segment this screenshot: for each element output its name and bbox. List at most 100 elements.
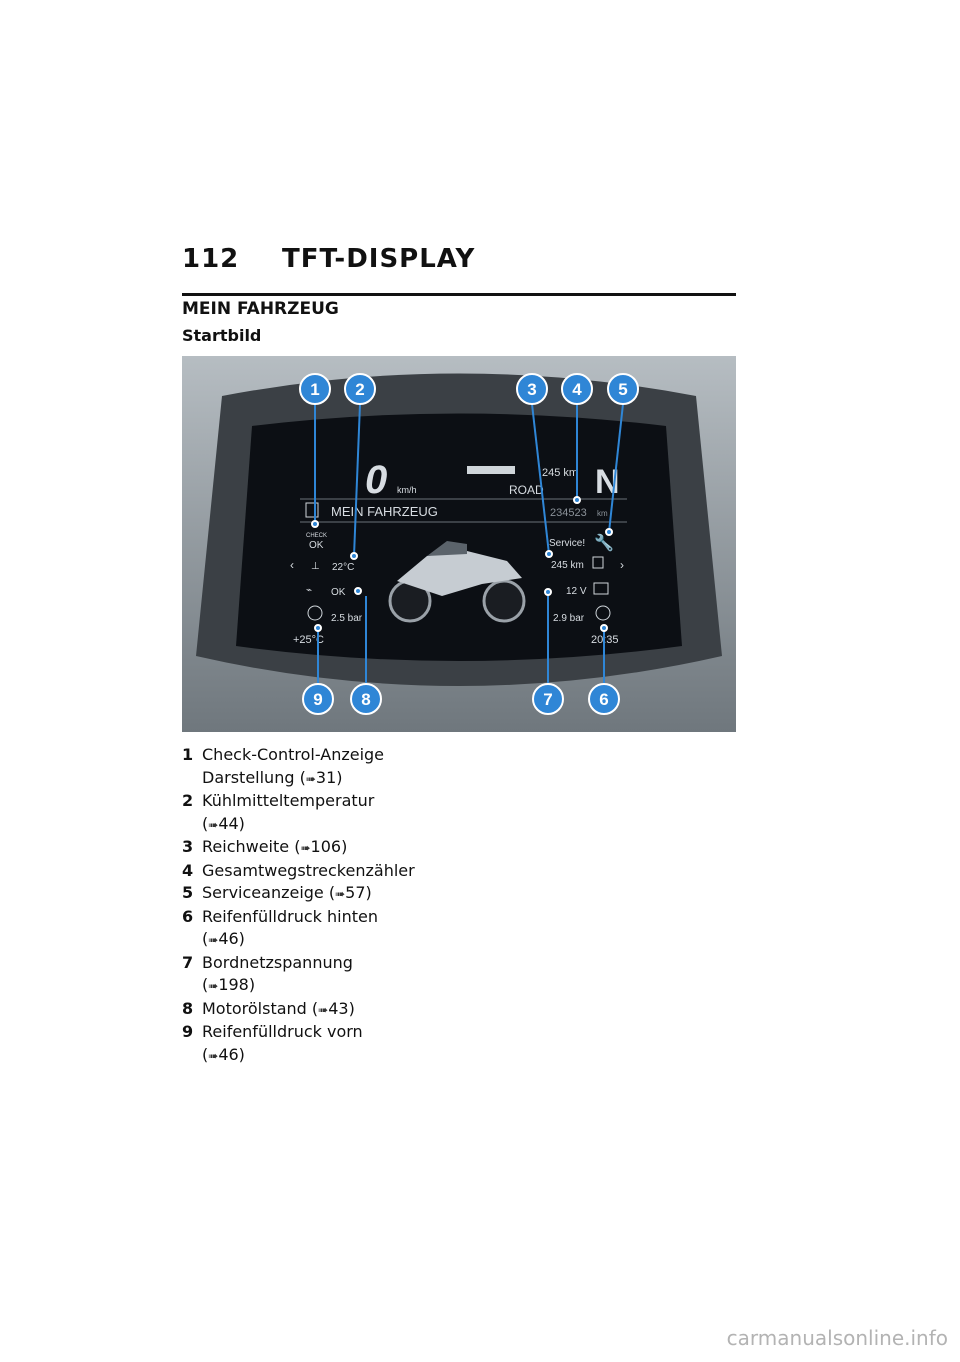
oil-level-value: OK [331, 587, 346, 598]
legend-text: Kühlmitteltemperatur [202, 791, 375, 810]
page-reference[interactable]: (➠ 46) [202, 929, 245, 948]
legend-number: 9 [182, 1022, 194, 1041]
callout-badge-5: 5 [607, 373, 639, 405]
svg-text:6: 6 [599, 690, 608, 709]
legend-item: 6 Reifenfülldruck hinten [182, 906, 582, 929]
legend-number: 6 [182, 906, 194, 926]
chevron-right-icon: › [620, 558, 624, 572]
page-reference-arrow-icon: ➠ [208, 817, 219, 832]
page-reference[interactable]: (➠ 46) [202, 1045, 245, 1064]
riding-mode: ROAD [509, 483, 544, 497]
page-reference[interactable]: (➠ 57) [329, 883, 372, 902]
legend-item: 2 Kühlmitteltemperatur [182, 790, 582, 813]
svg-text:8: 8 [361, 690, 370, 709]
legend-item: 5 Serviceanzeige (➠ 57) [182, 882, 582, 906]
page-reference[interactable]: (➠ 43) [312, 999, 355, 1018]
tire-rear-value: 2.9 bar [553, 613, 585, 624]
legend-item-reference: (➠ 46) [182, 1044, 582, 1068]
page-reference-arrow-icon: ➠ [335, 887, 346, 901]
legend-item-reference: (➠ 46) [182, 928, 582, 952]
legend-number: 3 [182, 837, 194, 856]
page-reference-number: 46 [218, 929, 239, 948]
coolant-icon: ⊥ [311, 561, 320, 572]
subsection-title: Startbild [182, 326, 262, 345]
callout-badge-7: 7 [532, 683, 564, 715]
legend-number: 8 [182, 998, 194, 1018]
voltage-value: 12 V [566, 586, 587, 597]
page-reference-number: 44 [218, 813, 239, 833]
legend-text: Serviceanzeige (➠ 57) [202, 882, 582, 906]
svg-text:7: 7 [543, 690, 552, 709]
tire-front-value: 2.5 bar [331, 613, 363, 624]
legend-text: Darstellung (➠ 31) [202, 767, 582, 791]
tire-pressure-front-icon [307, 605, 323, 621]
legend-text: Reifenfülldruck hinten [202, 906, 378, 926]
watermark: carmanualsonline.info [726, 1326, 948, 1350]
ambient-temp: +25°C [293, 634, 324, 646]
callout-badge-8: 8 [350, 683, 382, 715]
battery-icon [593, 582, 609, 595]
legend-item: 4 Gesamtwegstreckenzähler [182, 860, 582, 883]
odometer-value: 234523 [550, 507, 587, 519]
callout-badge-4: 4 [561, 373, 593, 405]
tft-display-photo: 0 km/h 245 km ROAD N MEIN FAHRZEUG 23452… [182, 356, 736, 732]
menu-title: MEIN FAHRZEUG [331, 504, 438, 519]
page-reference-number: 43 [328, 998, 349, 1018]
tft-display-illustration: 0 km/h 245 km ROAD N MEIN FAHRZEUG 23452… [182, 356, 736, 732]
range-top: 245 km [542, 467, 578, 479]
callout-badge-1: 1 [299, 373, 331, 405]
callout-badge-9: 9 [302, 683, 334, 715]
legend-text: Reifenfülldruck vorn [202, 1022, 363, 1041]
page-reference-arrow-icon: ➠ [305, 771, 316, 786]
page-number: 112 [182, 244, 240, 274]
legend-number [182, 767, 202, 791]
motorcycle-image [388, 541, 526, 623]
wrench-icon: 🔧 [594, 533, 614, 552]
tire-pressure-rear-icon [595, 605, 611, 621]
legend-number: 7 [182, 952, 194, 972]
legend-number: 5 [182, 883, 194, 902]
page-reference[interactable]: (➠ 44) [202, 814, 245, 833]
legend-text: Check-Control-Anzeige [202, 745, 385, 764]
legend-item-reference: (➠ 44) [182, 813, 582, 837]
legend-text: Reichweite (➠ 106) [202, 836, 582, 860]
svg-text:9: 9 [313, 690, 322, 709]
legend-number: 2 [182, 791, 194, 810]
page-reference-arrow-icon: ➠ [318, 1002, 329, 1017]
check-label: CHECK [306, 533, 327, 539]
svg-text:2: 2 [355, 380, 364, 399]
svg-text:3: 3 [527, 380, 536, 399]
legend-text: Motorölstand (➠ 43) [202, 998, 582, 1022]
chevron-left-icon: ‹ [290, 558, 294, 572]
page-reference[interactable]: (➠ 31) [300, 768, 343, 787]
page-reference-arrow-icon: ➠ [300, 841, 311, 855]
page-reference-arrow-icon: ➠ [208, 1048, 219, 1063]
page-reference-number: 57 [345, 883, 366, 902]
page-reference[interactable]: (➠ 198) [202, 975, 255, 994]
coolant-temp: 22°C [332, 562, 354, 573]
range-value: 245 km [551, 560, 584, 571]
svg-text:4: 4 [572, 380, 582, 399]
check-value: OK [309, 540, 324, 551]
header-rule [182, 293, 736, 296]
svg-text:1: 1 [310, 380, 319, 399]
service-label: Service! [549, 538, 585, 549]
page-reference-number: 198 [218, 975, 249, 994]
legend-number: 4 [182, 860, 194, 880]
legend-text: Gesamtwegstreckenzähler [202, 860, 415, 880]
page-reference-number: 31 [315, 767, 337, 787]
legend-item: 3 Reichweite (➠ 106) [182, 836, 582, 860]
section-title: MEIN FAHRZEUG [182, 299, 339, 319]
legend-item: 8 Motorölstand (➠ 43) [182, 998, 582, 1022]
fuel-level-icon [467, 466, 515, 474]
speed-value: 0 [365, 458, 387, 502]
display-screen [236, 413, 682, 661]
svg-text:5: 5 [618, 380, 627, 399]
page-reference[interactable]: (➠ 106) [294, 837, 347, 856]
page-reference-arrow-icon: ➠ [208, 979, 219, 993]
fuel-pump-icon [592, 556, 604, 569]
page-reference-number: 106 [310, 837, 342, 856]
